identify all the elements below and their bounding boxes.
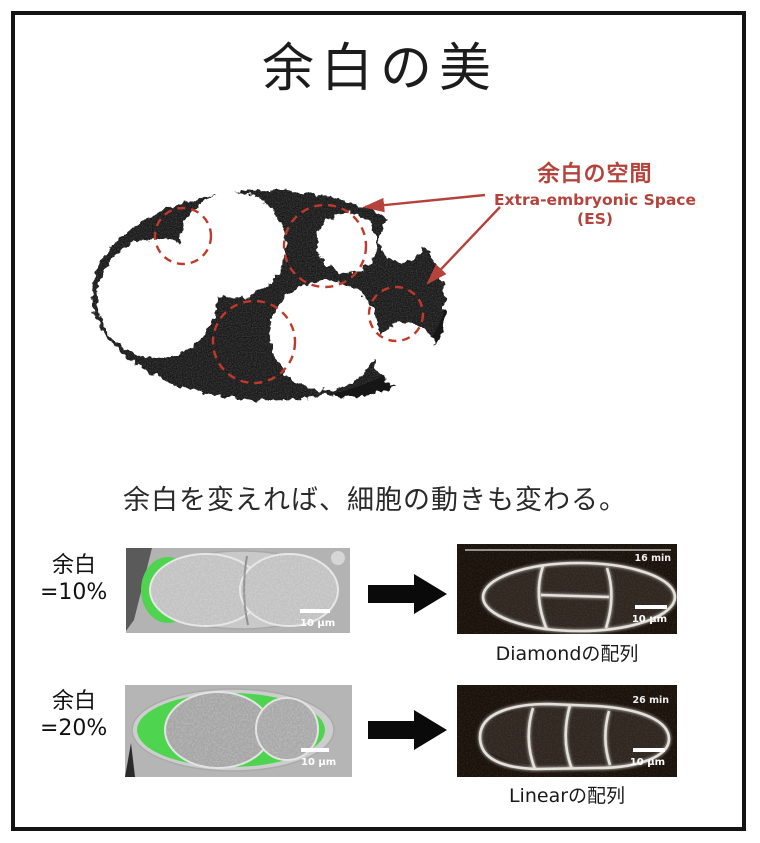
slide-border-frame	[11, 11, 746, 831]
arrangement-caption-diamond: Diamondの配列	[495, 643, 639, 665]
corner-shadow	[126, 548, 152, 631]
input-micrograph-20pct: 10 μm	[125, 685, 352, 777]
margin-label-10-jp: 余白	[52, 553, 97, 578]
es-label-jp: 余白の空間	[537, 162, 653, 187]
charcoal-texture	[90, 189, 446, 401]
annotation-arrows	[362, 193, 501, 285]
flow-arrow-row2	[368, 710, 447, 750]
page-title: 余白の美	[261, 39, 498, 99]
scale-bar-label: 10 μm	[630, 757, 665, 768]
scale-bar-label: 10 μm	[300, 618, 335, 629]
debris-spot	[331, 551, 345, 565]
annotation-arrow-top	[362, 193, 486, 213]
input-micrograph-10pct: 10 μm	[126, 548, 350, 633]
arrangement-caption-linear: Linearの配列	[508, 785, 626, 807]
margin-label-20-jp: 余白	[52, 689, 97, 714]
timestamp-label: 26 min	[633, 695, 670, 706]
flow-arrow-row1	[368, 574, 447, 614]
margin-label-10: 余白 =10%	[40, 553, 120, 607]
es-circle-top-center	[282, 203, 368, 289]
scale-bar-label: 10 μm	[632, 614, 667, 625]
es-circle-bottom-center	[211, 299, 297, 385]
es-annotation: 余白の空間 Extra-embryonic Space (ES)	[450, 156, 740, 228]
scale-bar	[301, 748, 329, 752]
corner-sliver	[125, 743, 135, 777]
statement-text: 余白を変えれば、細胞の動きも変わる。	[123, 485, 627, 516]
margin-label-20: 余白 =20%	[40, 689, 120, 743]
embryo-sketch-figure	[90, 189, 501, 401]
es-circle-right	[367, 285, 425, 343]
margin-label-10-value: =10%	[40, 579, 108, 605]
scale-bar	[300, 609, 330, 613]
scale-bar	[633, 748, 665, 752]
es-label-en: Extra-embryonic Space	[493, 191, 697, 209]
es-circle-top-left	[153, 206, 213, 266]
es-highlight-circles	[153, 203, 425, 385]
output-micrograph-diamond: 16 min 10 μm	[457, 544, 677, 634]
scale-bar-label: 10 μm	[301, 757, 336, 768]
es-label-abbr: (ES)	[577, 210, 613, 228]
timestamp-label: 16 min	[635, 553, 672, 564]
margin-label-20-value: =20%	[40, 715, 108, 741]
scale-bar	[635, 605, 667, 609]
annotation-arrow-right	[426, 206, 501, 285]
output-micrograph-linear: 26 min 10 μm	[457, 685, 677, 777]
